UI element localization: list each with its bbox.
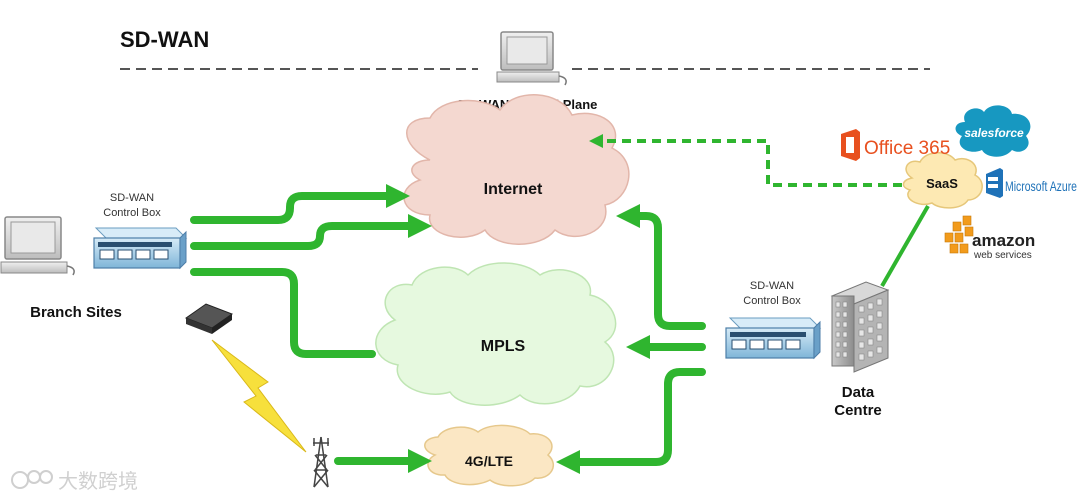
branch-mpls-link [190, 268, 376, 358]
saas-datacentre-link [880, 205, 930, 287]
diagram-title: SD-WAN [120, 27, 209, 52]
mobile-router-icon [184, 303, 234, 334]
aws-label-1: amazon [972, 231, 1035, 250]
salesforce-logo [955, 105, 1031, 157]
lightning-icon [211, 339, 307, 453]
control-plane-computer-icon [496, 31, 567, 86]
salesforce-label: salesforce [964, 126, 1024, 140]
saas-cloud [902, 152, 983, 209]
branch-control-box-icon [93, 227, 188, 270]
dc-internet-link [616, 204, 706, 330]
branch-box-label-2: Control Box [103, 207, 161, 219]
internet-cloud [403, 94, 630, 245]
watermark-text: 大数跨境 [58, 469, 138, 493]
branch-computer-icon [0, 216, 75, 276]
datacentre-label-2: Centre [834, 402, 882, 419]
dc-box-label-1: SD-WAN [750, 280, 794, 292]
branch-box-label-1: SD-WAN [110, 192, 154, 204]
mpls-label: MPLS [481, 338, 526, 355]
lte-cloud [424, 424, 554, 487]
azure-label: Microsoft Azure [1005, 178, 1077, 194]
dc-control-box-icon [725, 317, 822, 360]
office365-label: Office 365 [864, 138, 950, 159]
watermark-logo-icon [11, 470, 53, 489]
dc-lte-link [556, 368, 706, 474]
saas-control-link [589, 134, 902, 187]
azure-logo [986, 168, 1003, 198]
cell-tower-icon [313, 436, 329, 488]
aws-logo [944, 215, 974, 254]
datacentre-label-1: Data [842, 384, 875, 401]
datacentre-building-icon [830, 281, 890, 373]
branch-internet-link-1 [190, 184, 410, 224]
branch-sites-label: Branch Sites [30, 304, 122, 321]
internet-label: Internet [484, 181, 543, 198]
office365-logo [841, 129, 860, 161]
mpls-cloud [375, 262, 617, 406]
branch-internet-link-2 [190, 214, 432, 250]
dc-box-label-2: Control Box [743, 295, 801, 307]
aws-label-2: web services [973, 250, 1032, 261]
saas-label: SaaS [926, 176, 958, 191]
lte-label: 4G/LTE [465, 453, 513, 469]
